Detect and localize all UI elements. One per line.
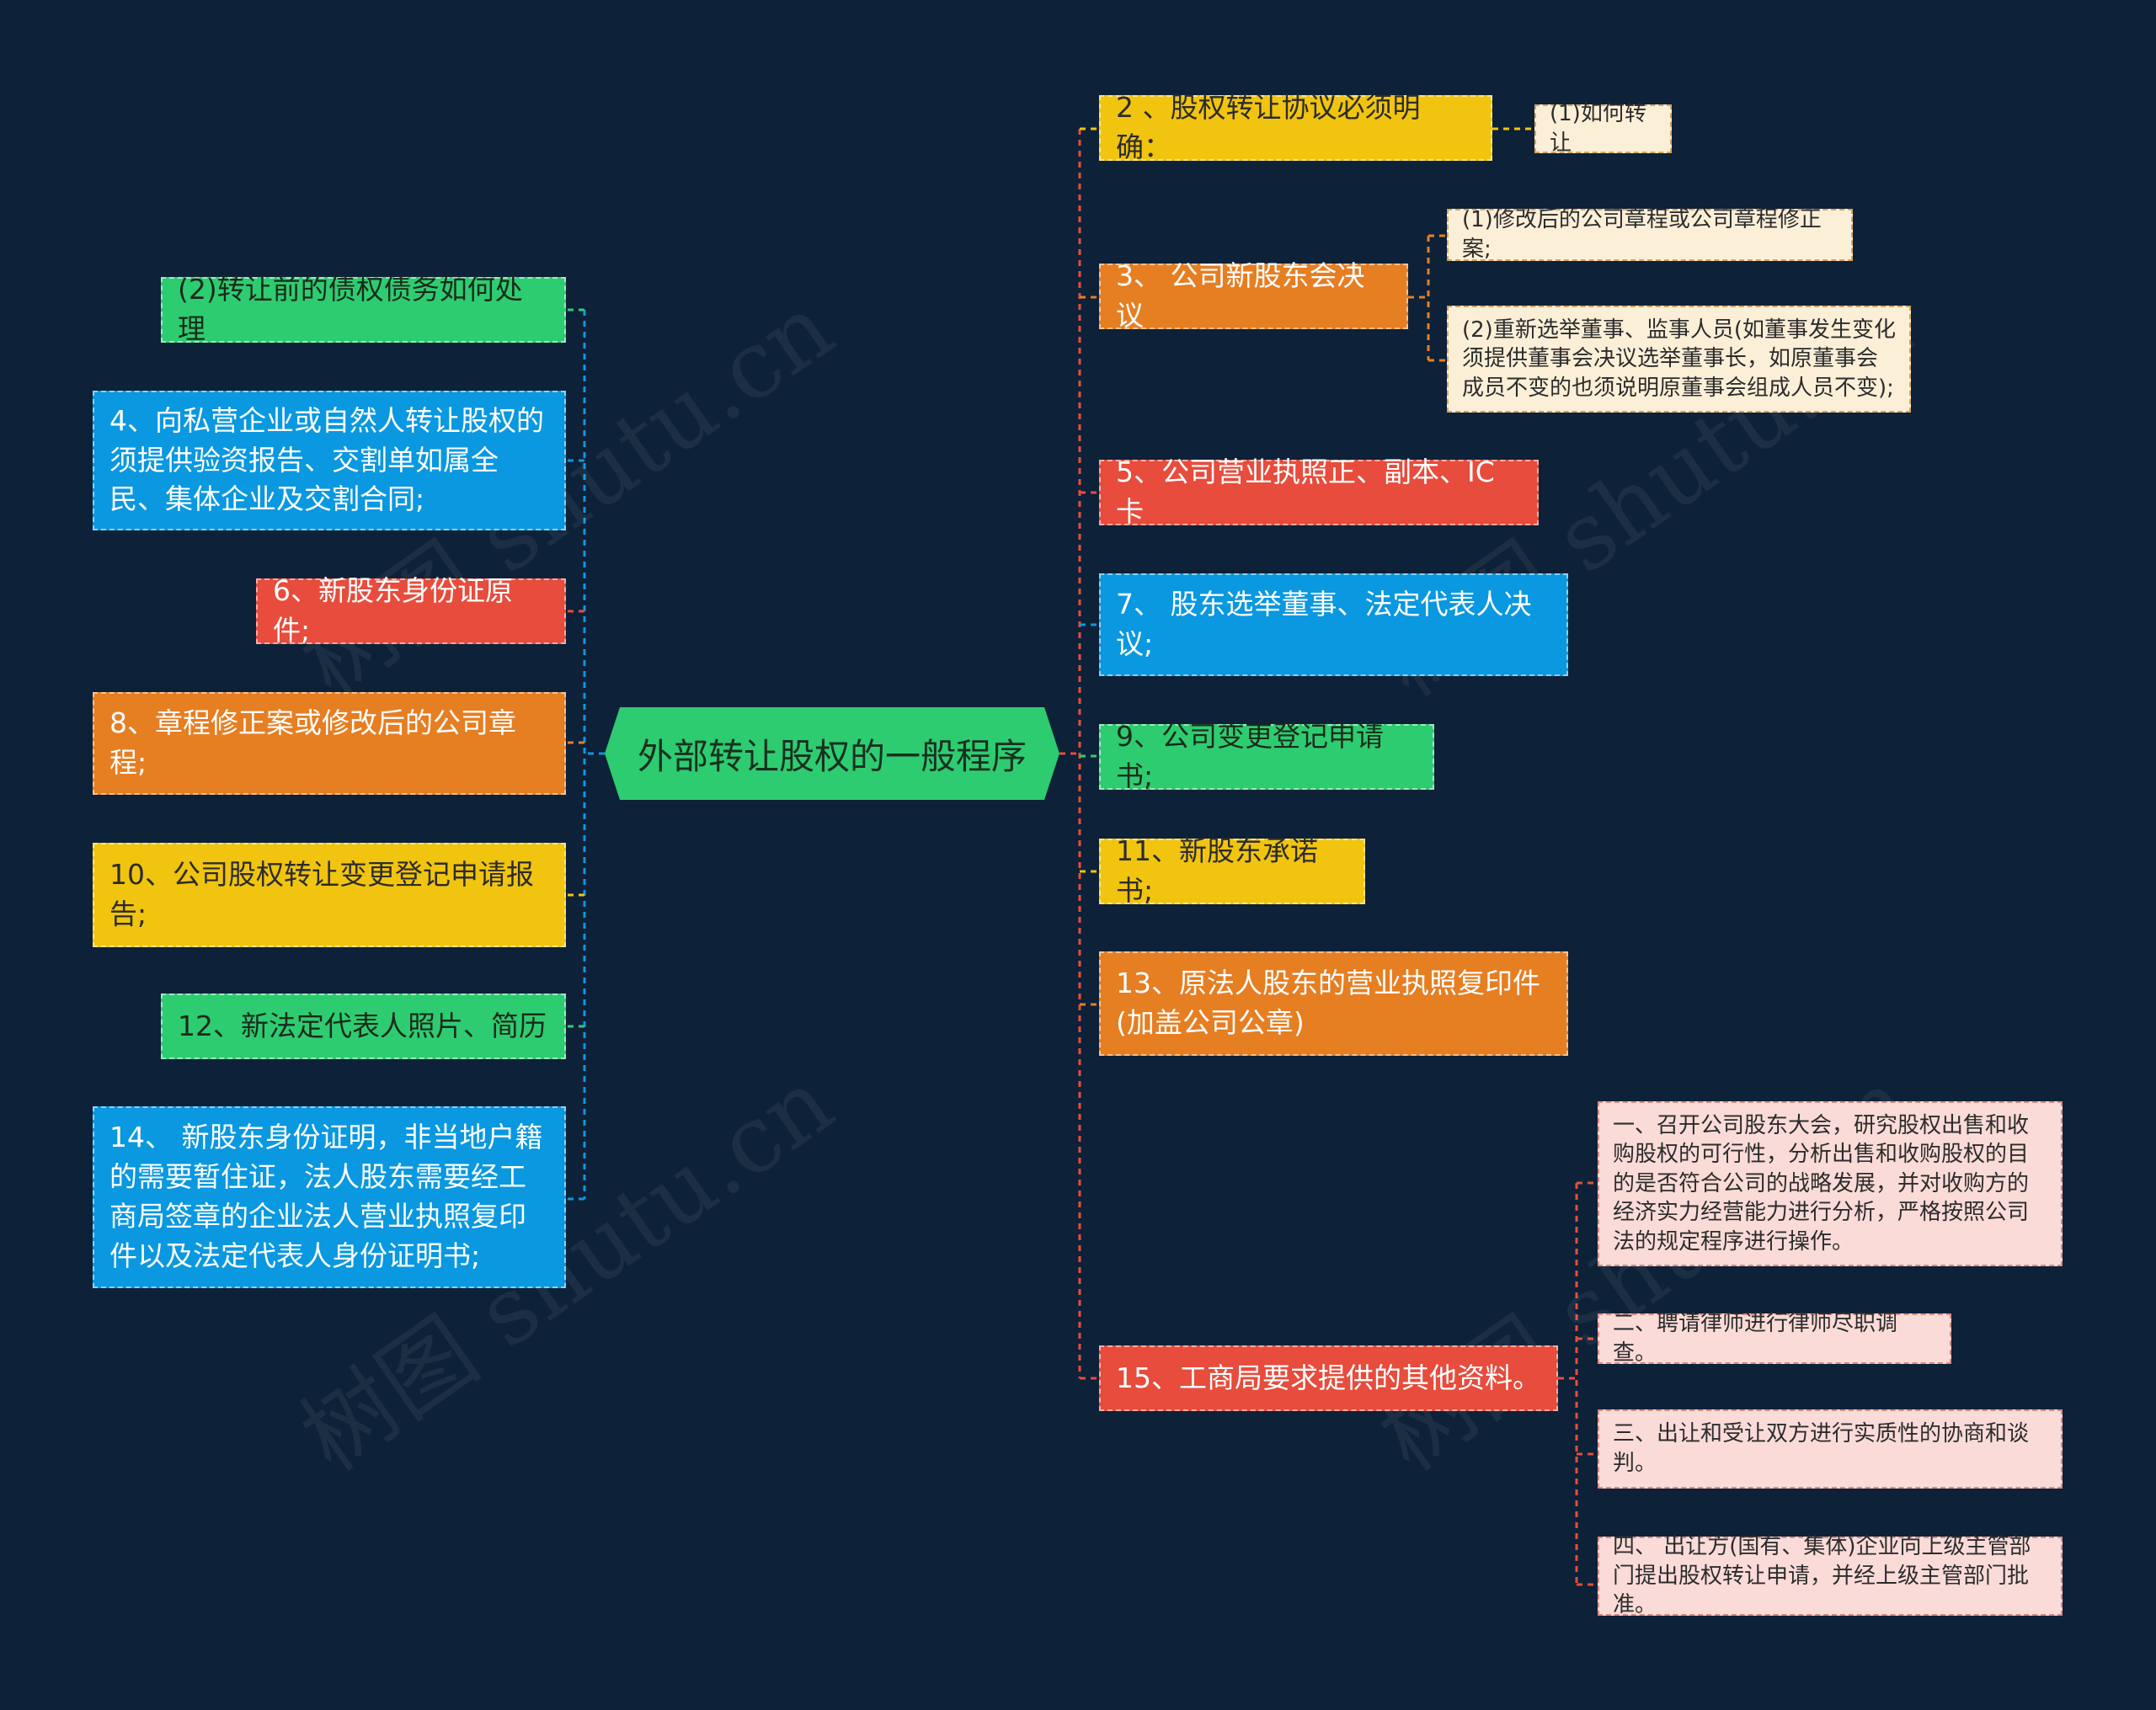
node-r7[interactable]: 7、 股东选举董事、法定代表人决议;: [1099, 573, 1568, 676]
node-r15b[interactable]: 二、聘请律师进行律师尽职调查。: [1598, 1311, 1951, 1366]
node-l12[interactable]: 12、新法定代表人照片、简历: [161, 994, 566, 1059]
root-topic[interactable]: 外部转让股权的一般程序: [605, 707, 1059, 800]
node-r3[interactable]: 3、 公司新股东会决议: [1099, 259, 1408, 332]
node-r13[interactable]: 13、原法人股东的营业执照复印件(加盖公司公章): [1099, 951, 1568, 1056]
node-r5[interactable]: 5、公司营业执照正、副本、IC卡: [1099, 455, 1539, 528]
node-l2[interactable]: (2)转让前的债权债务如何处理: [161, 273, 566, 345]
node-l4[interactable]: 4、向私营企业或自然人转让股权的须提供验资报告、交割单如属全民、集体企业及交割合…: [93, 391, 566, 530]
node-l6[interactable]: 6、新股东身份证原件;: [256, 574, 566, 647]
node-r9[interactable]: 9、公司变更登记申请书;: [1099, 720, 1434, 792]
node-r3b[interactable]: (2)重新选举董事、监事人员(如董事发生变化须提供董事会决议选举董事长，如原董事…: [1447, 306, 1911, 413]
node-l10[interactable]: 10、公司股权转让变更登记申请报告;: [93, 843, 566, 947]
node-l14[interactable]: 14、 新股东身份证明，非当地户籍的需要暂住证，法人股东需要经工商局签章的企业法…: [93, 1106, 566, 1288]
link-left-trunk: [583, 310, 605, 1199]
node-r15a[interactable]: 一、召开公司股东大会，研究股权出售和收购股权的可行性，分析出售和收购股权的目的是…: [1598, 1101, 2063, 1266]
link-r15-children: [1558, 1181, 1598, 1586]
link-r3-children: [1408, 234, 1447, 362]
node-r2[interactable]: 2 、股权转让协议必须明确：: [1099, 91, 1492, 163]
node-r15d[interactable]: 四、 出让方(国有、集体)企业向上级主管部门提出股权转让申请，并经上级主管部门批…: [1598, 1534, 2063, 1617]
node-r2a[interactable]: (1)如何转让: [1534, 101, 1672, 156]
node-r3a[interactable]: (1)修改后的公司章程或公司章程修正案;: [1447, 207, 1853, 262]
node-r15c[interactable]: 三、出让和受让双方进行实质性的协商和谈判。: [1598, 1409, 2063, 1489]
node-r11[interactable]: 11、新股东承诺书;: [1099, 834, 1365, 907]
node-l8[interactable]: 8、章程修正案或修改后的公司章程;: [93, 692, 566, 795]
link-right-trunk: [1059, 129, 1081, 1378]
node-r15[interactable]: 15、工商局要求提供的其他资料。: [1099, 1345, 1558, 1411]
